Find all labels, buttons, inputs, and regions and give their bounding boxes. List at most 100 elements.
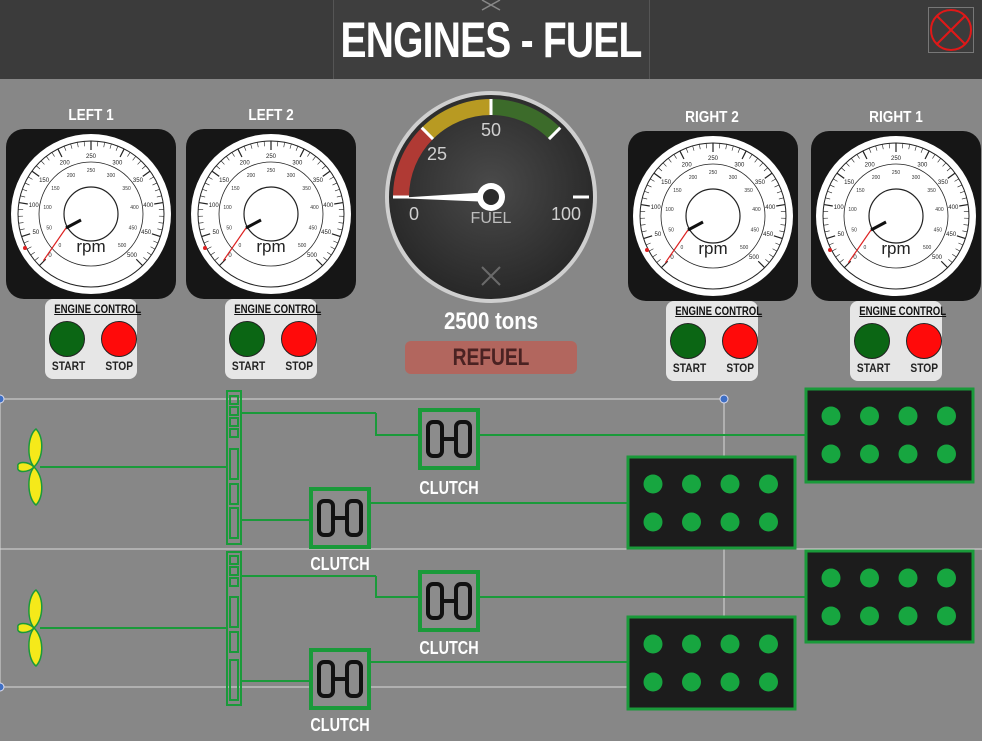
stop-button[interactable]	[722, 323, 758, 359]
engine-block	[626, 615, 797, 711]
rpm-inner-tick-label: 150	[673, 188, 682, 194]
engine-control-title: ENGINE CONTROL	[54, 302, 142, 316]
propulsion-diagram	[0, 387, 982, 711]
rpm-tick-label: 350	[133, 178, 144, 184]
cylinder-indicator	[759, 672, 778, 692]
stop-button[interactable]	[906, 323, 942, 359]
fuel-tick-50: 50	[481, 120, 501, 140]
cylinder-indicator	[937, 406, 956, 426]
rpm-tick-label: 100	[651, 205, 662, 211]
cylinder-indicator	[937, 606, 956, 626]
cylinder-indicator	[643, 512, 663, 532]
rpm-inner-tick-label: 400	[310, 205, 319, 211]
rpm-unit-label: rpm	[256, 237, 286, 256]
rpm-needle	[870, 220, 887, 232]
rpm-inner-tick-label: 0	[58, 243, 61, 249]
rpm-inner-tick-label: 200	[872, 175, 881, 181]
rpm-tick-label: 300	[112, 160, 123, 166]
cylinder-indicator	[682, 512, 701, 532]
rpm-inner-tick-label: 500	[118, 243, 127, 249]
engine-control-title: ENGINE CONTROL	[234, 302, 322, 316]
cylinder-indicator	[898, 606, 918, 626]
cylinder-indicator	[860, 606, 879, 626]
propeller-icon-lower	[17, 589, 43, 667]
stop-button[interactable]	[101, 321, 137, 357]
engine-block	[804, 549, 975, 644]
rpm-inner-tick-label: 200	[67, 173, 76, 179]
rpm-needle	[65, 218, 82, 230]
rpm-unit-label: rpm	[698, 239, 728, 258]
cylinder-indicator	[682, 634, 701, 654]
fuel-tick-25: 25	[427, 144, 447, 164]
refuel-label: REFUEL	[452, 344, 530, 371]
rpm-inner-tick-label: 250	[267, 168, 276, 174]
start-label: START	[231, 359, 266, 373]
cylinder-indicator	[682, 474, 701, 494]
clutch-icon	[309, 648, 371, 710]
rpm-tick-label: 150	[844, 180, 855, 186]
cylinder-indicator	[759, 474, 778, 494]
rpm-inner-tick-label: 200	[247, 173, 256, 179]
cylinder-indicator	[720, 474, 740, 494]
rpm-unit-label: rpm	[76, 237, 106, 256]
rpm-needle	[245, 218, 262, 230]
start-button[interactable]	[229, 321, 265, 357]
rpm-inner-tick-label: 400	[130, 205, 139, 211]
rpm-needle-tail	[222, 227, 247, 262]
cylinder-indicator	[759, 634, 778, 654]
rpm-inner-tick-label: 300	[107, 173, 116, 179]
rpm-tick-label: 150	[39, 178, 50, 184]
rpm-tick-label: 0	[48, 253, 52, 259]
rpm-tick-label: 200	[240, 160, 251, 166]
gauge-label-left-2: LEFT 2	[248, 107, 294, 124]
stop-label: STOP	[105, 359, 134, 373]
rpm-inner-tick-label: 100	[665, 207, 674, 213]
rpm-inner-tick-label: 250	[892, 170, 901, 176]
rpm-inner-tick-label: 0	[238, 243, 241, 249]
cylinder-indicator	[860, 406, 879, 426]
rpm-tick-label: 500	[932, 255, 943, 261]
engine-block	[626, 455, 797, 550]
refuel-button[interactable]: REFUEL	[405, 341, 577, 374]
start-label: START	[672, 361, 707, 375]
cylinder-indicator	[821, 568, 841, 588]
rpm-tick-label: 300	[734, 162, 745, 168]
rpm-inner-tick-label: 100	[223, 205, 232, 211]
rpm-inner-tick-label: 350	[927, 188, 936, 194]
rpm-inner-tick-label: 450	[129, 226, 138, 232]
fuel-zone-mid	[421, 99, 492, 140]
rpm-tick-label: 50	[654, 232, 661, 238]
page-title: ENGINES - FUEL	[340, 11, 643, 68]
start-label: START	[856, 361, 891, 375]
clutch-label: CLUTCH	[310, 715, 370, 735]
cylinder-indicator	[937, 568, 956, 588]
rpm-needle	[687, 220, 704, 232]
rpm-inner-tick-label: 150	[856, 188, 865, 194]
rpm-inner-tick-label: 400	[935, 207, 944, 213]
cylinder-indicator	[821, 444, 841, 464]
stop-button[interactable]	[281, 321, 317, 357]
rpm-inner-tick-label: 350	[302, 186, 311, 192]
engine-control-title: ENGINE CONTROL	[859, 304, 947, 318]
cylinder-indicator	[720, 634, 740, 654]
start-button[interactable]	[49, 321, 85, 357]
rpm-tick-label: 250	[86, 154, 97, 160]
rpm-inner-tick-label: 450	[309, 226, 318, 232]
rpm-tick-label: 500	[749, 255, 760, 261]
start-button[interactable]	[854, 323, 890, 359]
cylinder-indicator	[643, 474, 663, 494]
rpm-inner-tick-label: 100	[43, 205, 52, 211]
clutch-icon	[309, 487, 371, 549]
rpm-tick-label: 450	[141, 230, 152, 236]
clutch-label: CLUTCH	[419, 638, 479, 658]
close-icon[interactable]	[928, 7, 974, 53]
cylinder-indicator	[720, 672, 740, 692]
rpm-tick-label: 300	[917, 162, 928, 168]
rpm-inner-tick-label: 0	[863, 245, 866, 251]
fuel-zone-low	[393, 127, 434, 198]
engine-control-right-2: ENGINE CONTROL START STOP	[666, 301, 762, 381]
rpm-tick-label: 200	[60, 160, 71, 166]
start-button[interactable]	[670, 323, 706, 359]
fuel-tick-100: 100	[551, 204, 581, 224]
